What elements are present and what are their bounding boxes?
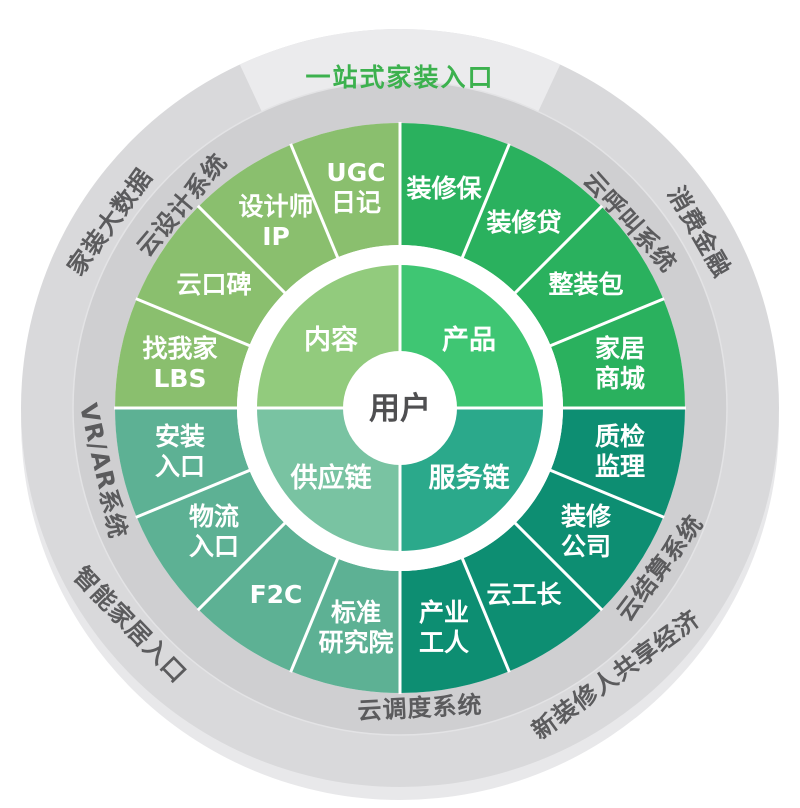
segment-separators	[114, 122, 686, 694]
segment-label: 家居	[595, 334, 645, 363]
center-circle	[343, 351, 457, 465]
segment-label: 质检	[595, 422, 645, 451]
segment-separator-line	[135, 297, 262, 352]
middle-ring-segments	[115, 122, 685, 693]
segment-separator-line	[456, 143, 511, 270]
quadrant-label-content: 内容	[304, 324, 358, 356]
inner-ring-label-cloud-dispatch: 云调度系统	[357, 691, 483, 726]
segment-product-1	[462, 144, 602, 293]
segment-label: 入口	[189, 532, 239, 561]
segment-label: 监理	[595, 452, 645, 481]
segment-separator-line	[538, 297, 665, 352]
segment-separator-line	[289, 546, 344, 673]
quadrant-labels: 内容 产品 供应链 服务链	[290, 324, 510, 494]
segment-label: 找我家	[142, 334, 217, 363]
segment-label: UGC	[326, 158, 385, 187]
segment-label: 装修保	[406, 174, 482, 203]
segment-label: 安装	[155, 422, 205, 451]
segment-separator-line	[505, 513, 604, 612]
segment-label: 整装包	[548, 270, 623, 299]
segment-content-0	[115, 298, 250, 408]
middle-ring-labels: 找我家 LBS 云口碑 设计师 IP UGC 日记 装修保 装修贷 整装包 家居…	[142, 158, 645, 657]
segment-product-0	[400, 122, 510, 258]
one-stop-entry-wedge	[239, 28, 561, 112]
segment-label: LBS	[154, 364, 207, 393]
segment-label: 物流	[189, 502, 239, 531]
segment-label: 入口	[155, 452, 205, 481]
segment-separator-line	[196, 204, 295, 303]
segment-separator-line	[289, 143, 344, 270]
quadrant-label-supply-chain: 供应链	[290, 462, 372, 494]
segment-label: 标准	[331, 598, 381, 627]
center-user-label: 用户	[369, 391, 431, 427]
segment-service-chain-1	[515, 470, 664, 610]
segment-label: 云工长	[486, 580, 562, 609]
segment-content-2	[198, 144, 338, 293]
segment-label: 产业	[419, 598, 469, 627]
segment-service-chain-2	[462, 523, 602, 672]
segment-supply-chain-1	[198, 523, 338, 672]
segment-label: 公司	[561, 532, 611, 561]
segment-content-1	[136, 206, 285, 346]
segment-separator-line	[505, 204, 604, 303]
ring-highlight-wedge	[239, 28, 561, 112]
segment-label: IP	[262, 222, 290, 251]
segment-supply-chain-0	[290, 558, 400, 693]
segment-label: 云口碑	[176, 270, 251, 299]
segment-label: 研究院	[318, 628, 393, 657]
segment-label: 设计师	[238, 192, 313, 221]
segment-product-2	[515, 206, 664, 346]
segment-label: 工人	[419, 628, 469, 657]
gray-rings-divider	[72, 80, 728, 736]
segment-service-chain-3	[400, 558, 510, 693]
quadrant-label-service-chain: 服务链	[429, 462, 510, 494]
segment-label: 装修	[561, 502, 612, 531]
segment-label: 日记	[331, 188, 381, 217]
segment-label: 装修贷	[486, 208, 561, 237]
segment-separator-line	[538, 464, 665, 519]
segment-separator-line	[135, 464, 262, 519]
segment-separator-line	[196, 513, 295, 612]
segment-content-3	[290, 123, 400, 258]
segment-service-chain-0	[550, 408, 685, 518]
segment-product-3	[550, 298, 685, 408]
segment-separator-line	[456, 546, 511, 673]
segment-label: F2C	[250, 580, 303, 609]
one-stop-entry-title: 一站式家装入口	[305, 63, 494, 92]
quadrant-label-product: 产品	[442, 325, 496, 356]
segment-supply-chain-3	[115, 408, 250, 518]
segment-label: 商城	[595, 364, 645, 393]
segment-supply-chain-2	[136, 470, 285, 610]
